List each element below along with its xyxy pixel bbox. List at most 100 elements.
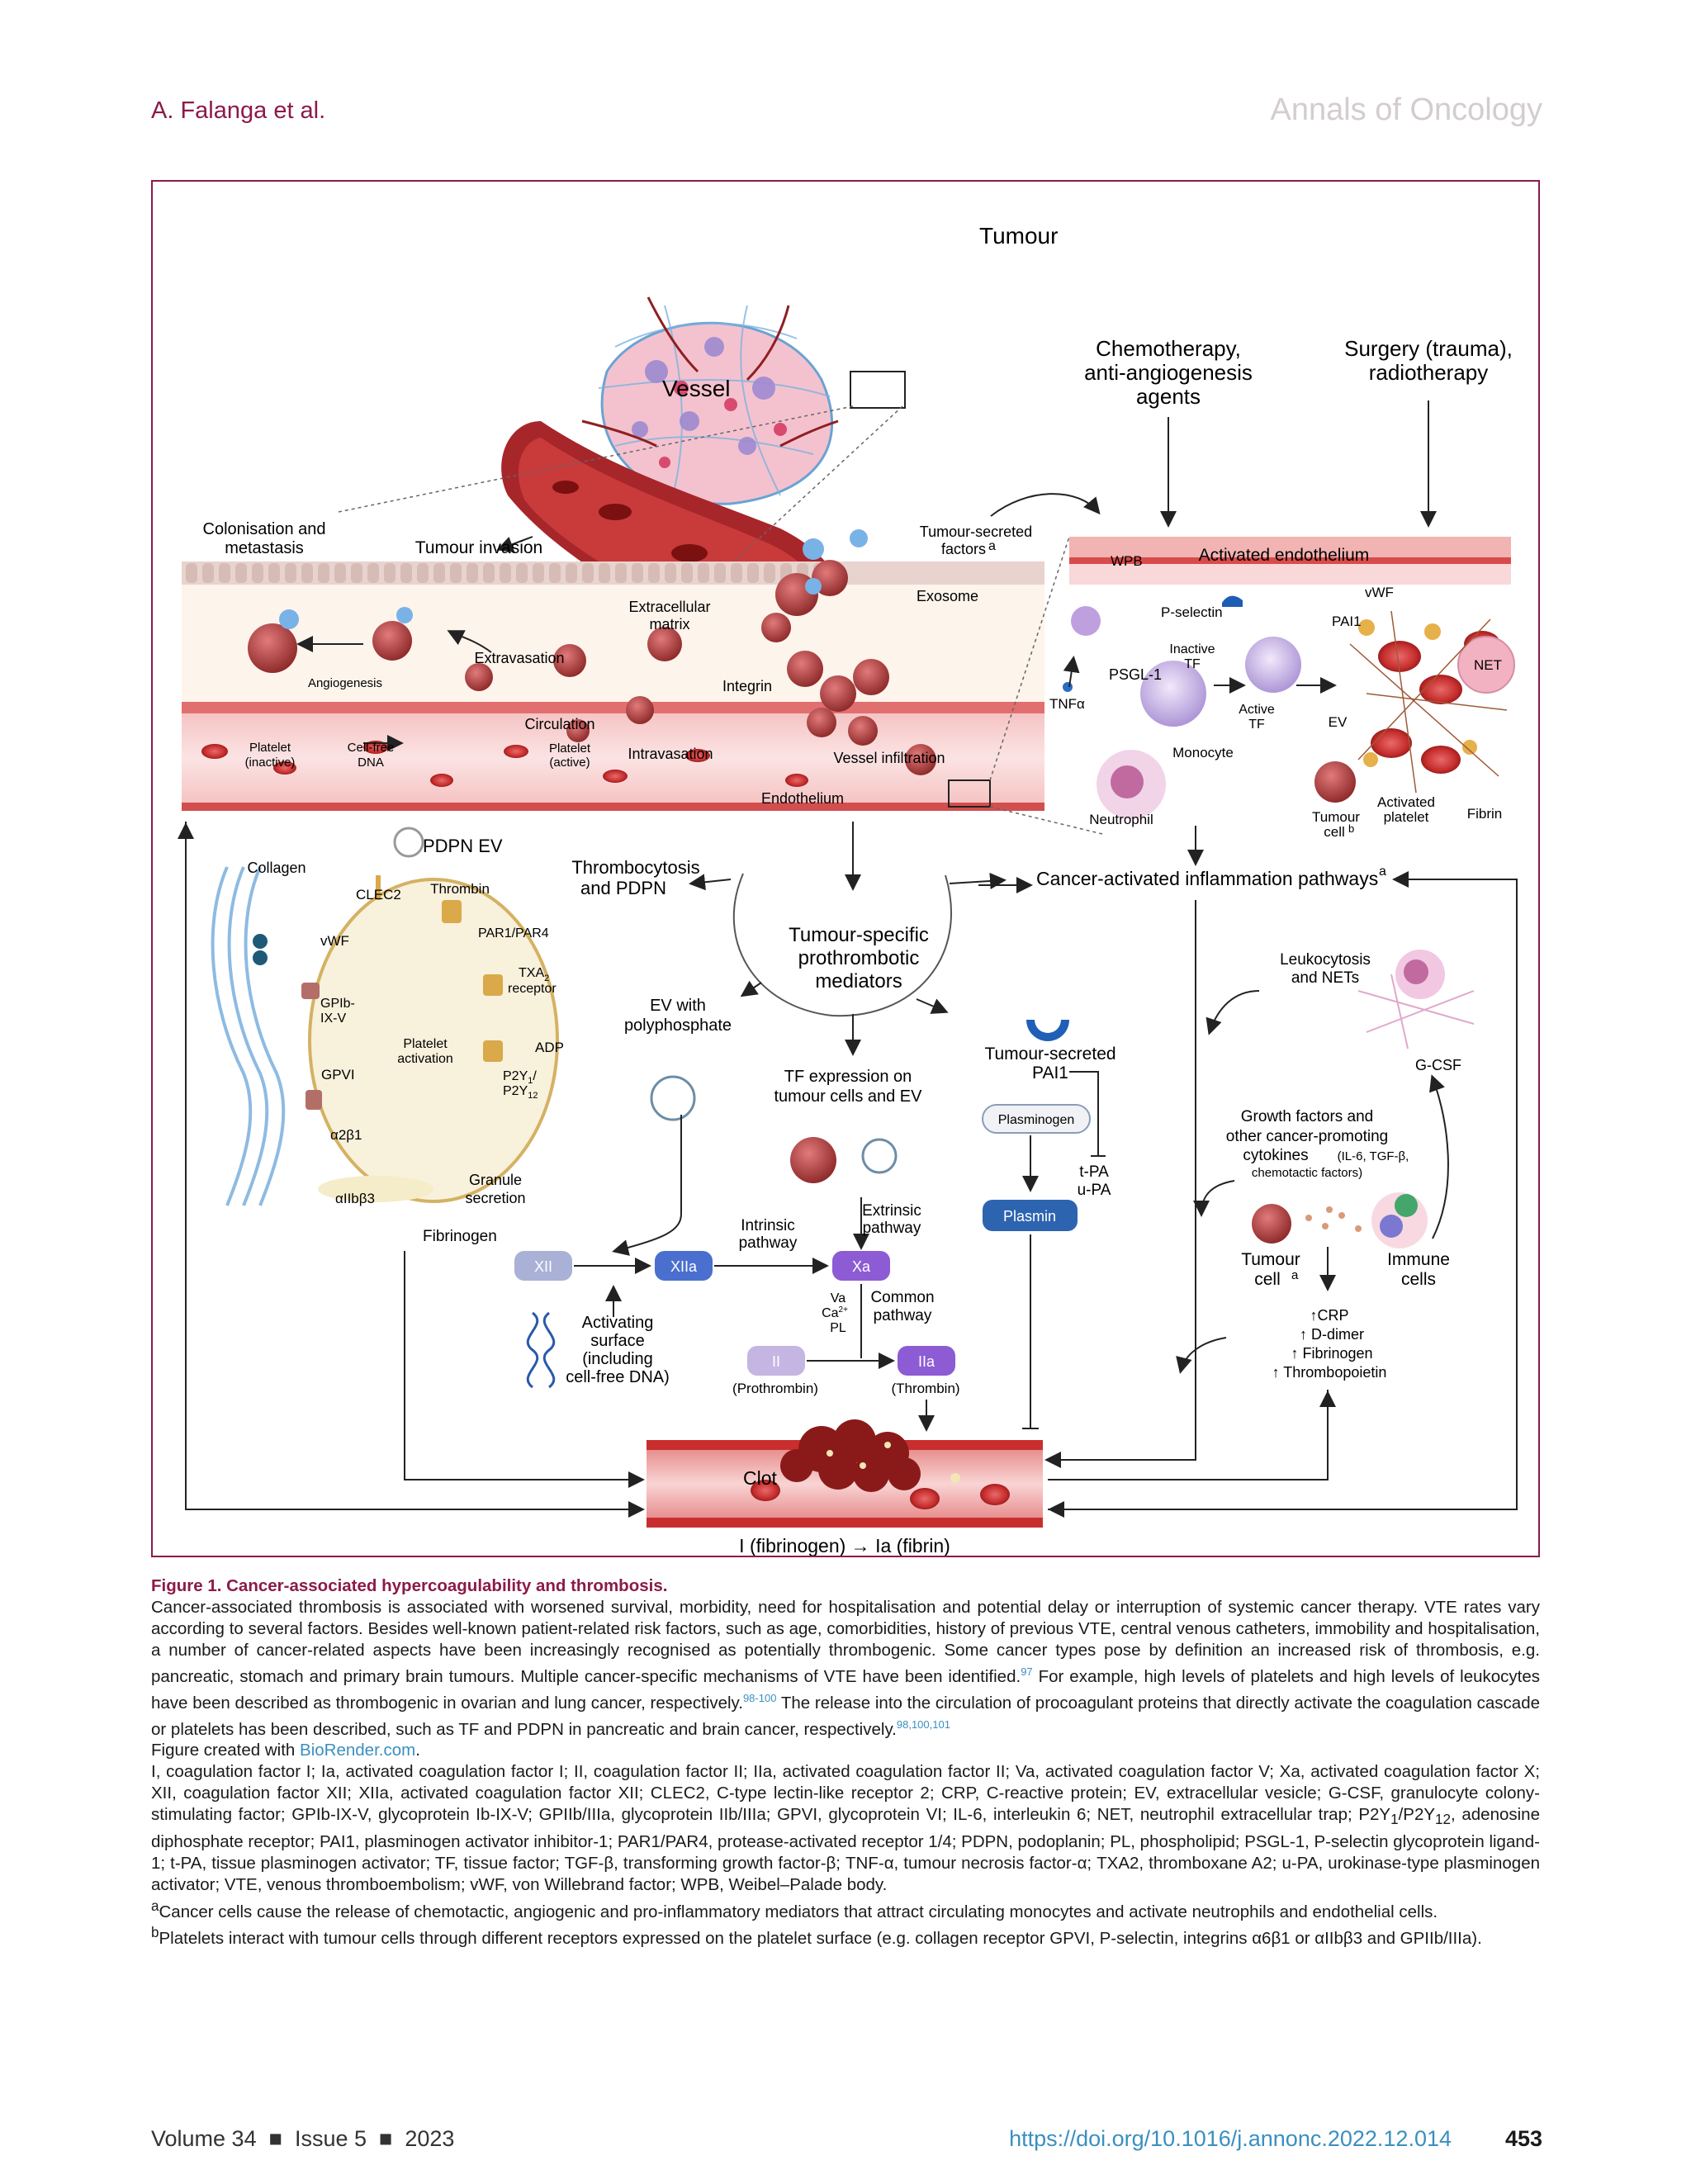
label-angiogenesis: Angiogenesis <box>308 676 382 690</box>
label-psgl1: PSGL-1 <box>1109 666 1162 683</box>
footer-doi-link[interactable]: https://doi.org/10.1016/j.annonc.2022.12… <box>1009 2126 1452 2151</box>
running-header-author: A. Falanga et al. <box>151 97 326 124</box>
label-ev: EV <box>1329 714 1348 730</box>
factor-xii: XII <box>534 1258 552 1275</box>
label-monocyte: Monocyte <box>1172 745 1234 760</box>
ref-link[interactable]: 98,100,101 <box>896 1717 950 1731</box>
label-circulation: Circulation <box>524 716 594 732</box>
label-p-selectin: P-selectin <box>1161 604 1223 620</box>
biorender-link[interactable]: BioRender.com <box>300 1741 416 1760</box>
label-aiib: αIIbβ3 <box>335 1191 375 1206</box>
factor-xiia: XIIa <box>670 1258 698 1275</box>
label-superscript-a-3: a <box>1291 1268 1299 1282</box>
figure-caption: Figure 1. Cancer-associated hypercoagula… <box>151 1575 1540 1949</box>
label-thrombin-receptor: Thrombin <box>430 881 490 897</box>
label-plasminogen: Plasminogen <box>998 1113 1075 1127</box>
label-gcsf: G-CSF <box>1415 1057 1461 1073</box>
label-fibrin-conversion: I (fibrinogen) → Ia (fibrin) <box>739 1535 950 1556</box>
label-vessel-infiltration: Vessel infiltration <box>833 750 945 766</box>
label-prothrombin: (Prothrombin) <box>732 1381 818 1396</box>
label-plasmin: Plasmin <box>1003 1208 1056 1225</box>
caption-title: Figure 1. Cancer-associated hypercoagula… <box>151 1576 668 1595</box>
running-header-journal: Annals of Oncology <box>1270 92 1542 127</box>
label-fibrinogen: Fibrinogen <box>423 1228 497 1245</box>
platelet-activation-panel <box>211 827 559 1206</box>
label-superscript-a-2: a <box>1379 865 1386 879</box>
label-tnfa: TNFα <box>1049 696 1085 712</box>
factor-ii: II <box>772 1353 780 1370</box>
label-exosome: Exosome <box>917 588 978 604</box>
label-superscript-b: b <box>1348 822 1354 835</box>
label-pai1-small: PAI1 <box>1332 614 1362 629</box>
label-a2b1: α2β1 <box>330 1127 362 1143</box>
page-number: 453 <box>1504 2126 1542 2151</box>
caption-abbreviations: I, coagulation factor I; Ia, activated c… <box>151 1762 1540 1894</box>
label-thrombin: (Thrombin) <box>891 1381 959 1396</box>
factor-xa: Xa <box>852 1258 871 1275</box>
label-fibrin: Fibrin <box>1467 806 1503 822</box>
figure-1: Tumour Vessel Chemotherapy,anti-angiogen… <box>151 180 1540 1557</box>
label-vwf: vWF <box>1365 585 1394 600</box>
caption-paragraph: Cancer-associated thrombosis is associat… <box>151 1598 1540 1739</box>
label-extravasation: Extravasation <box>474 650 564 666</box>
tumour-illustration <box>581 296 839 505</box>
clot-illustration <box>647 1419 1043 1528</box>
label-activated-endothelium: Activated endothelium <box>1199 546 1370 565</box>
label-clot: Clot <box>743 1467 778 1489</box>
label-collagen: Collagen <box>247 860 306 876</box>
label-superscript-a: a <box>988 539 996 553</box>
label-integrin: Integrin <box>722 678 772 694</box>
immune-cells-illustration <box>1371 1192 1428 1248</box>
neutrophil-net-illustration <box>1357 950 1475 1049</box>
label-p2y: P2Y1/P2Y12 <box>503 1069 538 1101</box>
label-vessel: Vessel <box>662 376 731 401</box>
activated-endothelium-panel <box>1063 537 1515 819</box>
label-clec2: CLEC2 <box>356 887 401 902</box>
dna-icon <box>526 1311 556 1389</box>
label-vwf-left: vWF <box>320 933 349 949</box>
label-wpb: WPB <box>1111 553 1143 569</box>
label-gpib: GPIb-IX-V <box>320 997 355 1026</box>
ref-link[interactable]: 97 <box>1021 1665 1033 1678</box>
label-gpvi: GPVI <box>321 1067 355 1083</box>
label-tumour: Tumour <box>979 223 1058 249</box>
label-par: PAR1/PAR4 <box>478 926 549 940</box>
label-neutrophil: Neutrophil <box>1089 812 1153 827</box>
label-markers: ↑CRP↑ D-dimer↑ Fibrinogen↑ Thrombopoieti… <box>1272 1307 1387 1381</box>
label-adp: ADP <box>535 1040 564 1055</box>
caption-footnote-b: bPlatelets interact with tumour cells th… <box>151 1925 1482 1949</box>
label-cancer-activated-pathways: Cancer-activated inflammation pathways <box>1036 868 1378 889</box>
label-platelet-inactive: Platelet(inactive) <box>245 741 296 770</box>
caption-footnote-a: aCancer cells cause the release of chemo… <box>151 1897 1438 1921</box>
label-pdpn-ev: PDPN EV <box>423 836 503 856</box>
label-platelet-active: Platelet(active) <box>549 741 591 770</box>
factor-iia: IIa <box>918 1353 935 1370</box>
ref-link[interactable]: 98-100 <box>742 1691 777 1704</box>
label-net: NET <box>1474 657 1502 673</box>
label-surgery: Surgery (trauma),radiotherapy <box>1344 336 1513 385</box>
label-endothelium: Endothelium <box>761 790 844 807</box>
